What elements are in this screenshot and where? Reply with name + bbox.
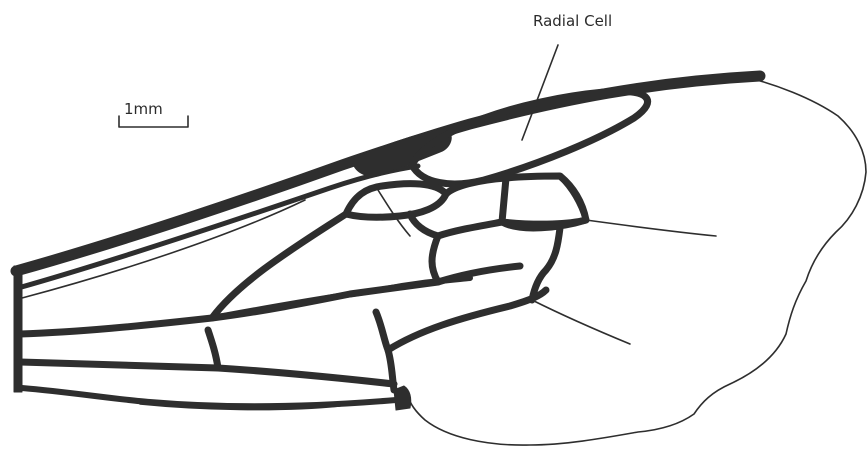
cubital-vein	[20, 362, 394, 384]
basal-crossvein-1	[208, 330, 218, 368]
anal-lobe-knob	[394, 386, 411, 410]
subcostal-vein	[18, 166, 418, 288]
apical-vein-2	[532, 300, 630, 344]
radial-cell-vein	[412, 91, 648, 184]
scale-bar: 1mm	[119, 100, 188, 127]
discal-vein	[388, 290, 546, 350]
submarginal-cell-3	[502, 176, 586, 224]
median-vein-outer	[212, 278, 470, 318]
wing-membrane-outline	[408, 76, 866, 445]
apical-vein-1	[586, 220, 716, 236]
anal-vein	[22, 388, 396, 406]
submarginal-cell-1	[346, 184, 446, 218]
scale-bar-label: 1mm	[124, 100, 163, 118]
radial-cell-leader-line	[522, 45, 558, 140]
radial-sector-vein	[212, 214, 346, 318]
radial-cell-label: Radial Cell	[533, 12, 612, 30]
radial-cell-annotation: Radial Cell	[522, 12, 612, 140]
subcostal-thin-vein	[22, 200, 305, 298]
